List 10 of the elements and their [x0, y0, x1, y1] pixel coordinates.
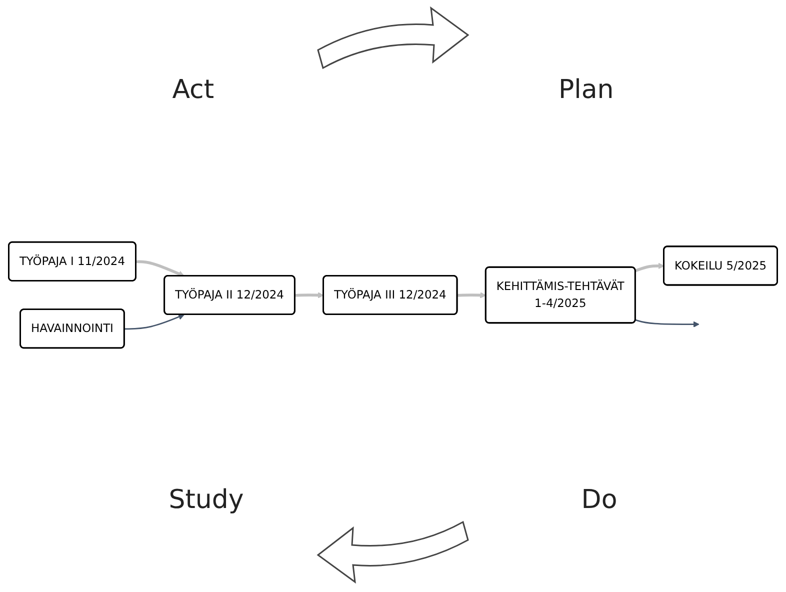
arrow — [136, 260, 184, 277]
cycle-label: Study — [168, 485, 244, 515]
cycle-label: Act — [172, 75, 214, 105]
arrow — [124, 314, 184, 330]
cycle-label: Do — [581, 485, 618, 515]
cycle-label: Plan — [558, 75, 614, 105]
arrow — [457, 292, 486, 298]
arrow — [295, 292, 324, 298]
arrow — [635, 262, 664, 272]
arrow — [635, 319, 700, 328]
